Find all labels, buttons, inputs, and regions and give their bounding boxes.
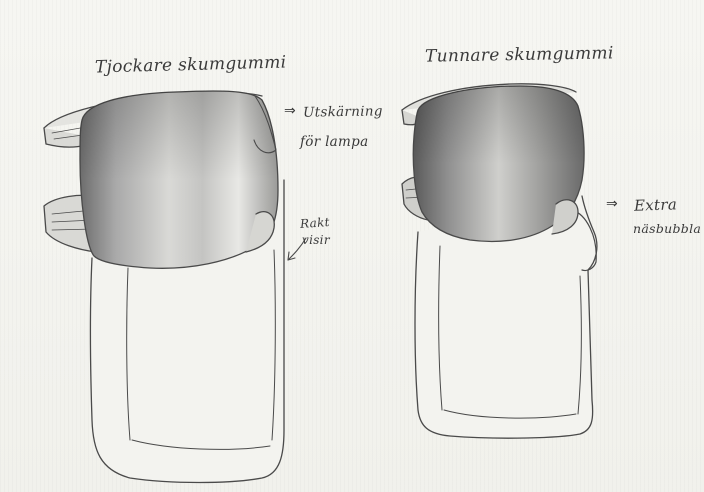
- right-helmet: [402, 84, 597, 438]
- extra-note-line1: Extra: [634, 195, 678, 214]
- extra-arrow-icon: ⇒: [606, 196, 618, 212]
- left-helmet: [44, 91, 306, 483]
- cutout-note-line2: för lampa: [300, 134, 368, 150]
- cutout-note-line1: Utskärning: [303, 103, 383, 120]
- extra-note-line2: näsbubbla: [633, 221, 701, 236]
- straight-visor-note-line1: Rakt: [300, 215, 331, 231]
- right-helmet-title: Tunnare skumgummi: [425, 43, 614, 66]
- cutout-arrow-icon: ⇒: [284, 103, 296, 119]
- straight-visor-note-line2: visir: [302, 233, 330, 247]
